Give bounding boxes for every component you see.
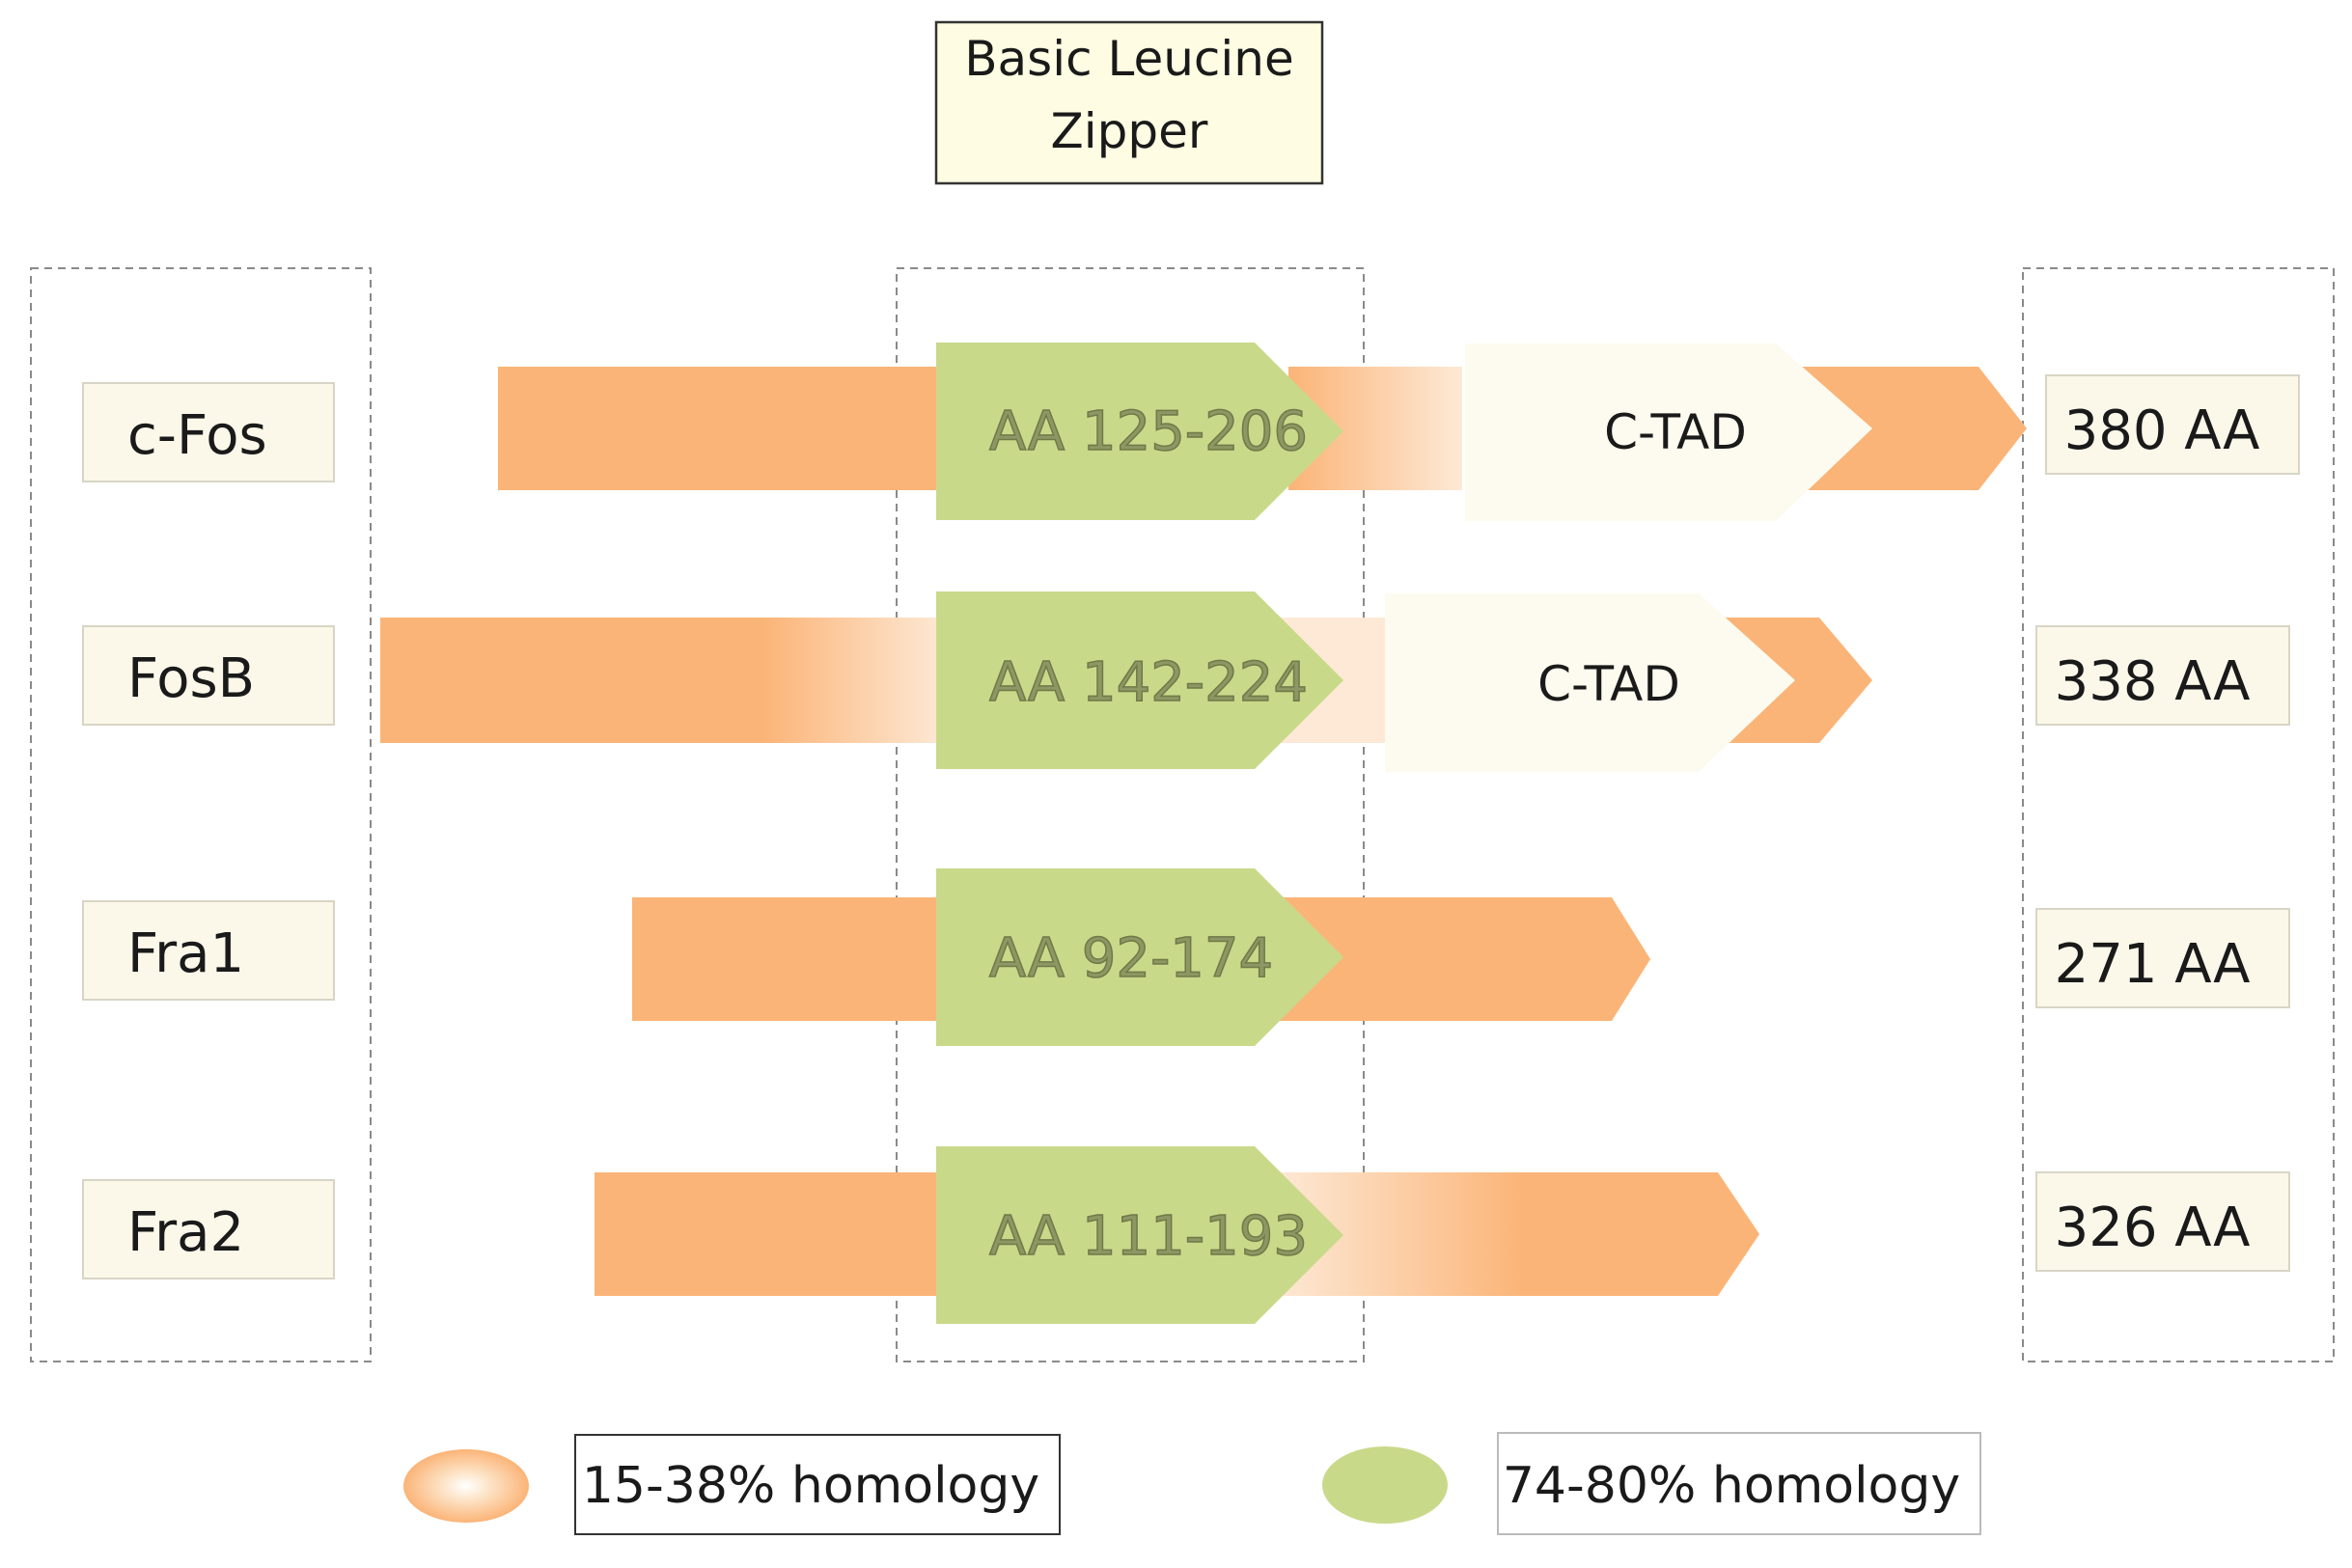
protein-length: 271 AA [2055,933,2251,996]
protein-name-box [82,900,335,1001]
bzip-domain [936,868,1343,1046]
n-terminal-region [498,367,942,490]
c-terminal-arrow [1274,897,1650,1021]
protein-length: 380 AA [2064,399,2260,462]
c-tad-label: C-TAD [1604,404,1747,460]
c-terminal-arrow [1520,1172,1759,1296]
legend-high-box [1497,1432,1981,1535]
protein-length: 338 AA [2055,650,2251,713]
bzip-title-line2: Zipper [1051,103,1208,159]
legend-low-label: 15-38% homology [582,1457,1039,1515]
bzip-range-label: AA 125-206 [989,400,1308,463]
n-terminal-region [380,618,766,743]
protein-name: Fra1 [127,922,244,985]
bzip-frame [896,267,1365,1362]
protein-row-fra2: Fra2 AA 111-193 326 AA [82,1146,2290,1324]
bzip-range-label: AA 92-174 [989,927,1273,990]
legend-low-box [574,1434,1061,1535]
c-tad-label: C-TAD [1537,656,1680,712]
bzip-title-box: Basic Leucine Zipper [934,20,1324,185]
protein-row-c-fos: c-Fos C-TAD AA 125-206 380 AA [82,343,2300,521]
lengths-frame [2022,267,2335,1362]
protein-name-box [82,625,335,726]
bzip-range-label: AA 142-224 [989,651,1308,714]
protein-name-box [82,382,335,482]
c-tad-domain [1385,593,1795,772]
bzip-domain [936,1146,1343,1324]
protein-length: 326 AA [2055,1197,2251,1259]
legend-orange-swatch [403,1449,529,1523]
bzip-title-line1: Basic Leucine [964,31,1294,87]
names-frame [30,267,372,1362]
n-terminal-region [595,1172,952,1296]
protein-length-box [2035,625,2290,726]
protein-name-box [82,1179,335,1279]
legend: 15-38% homology 74-80% homology [403,1432,1981,1535]
legend-high-label: 74-80% homology [1503,1457,1960,1515]
protein-length-box [2035,908,2290,1008]
bzip-range-label: AA 111-193 [989,1205,1308,1268]
n-terminal-region [632,897,951,1021]
c-tad-domain [1465,344,1872,521]
protein-length-box [2035,1171,2290,1272]
bzip-domain [936,591,1343,769]
protein-name: c-Fos [127,404,267,467]
legend-green-swatch [1322,1446,1448,1524]
protein-name: Fra2 [127,1201,244,1264]
bzip-domain [936,343,1343,520]
protein-row-fra1: Fra1 AA 92-174 271 AA [82,868,2290,1046]
protein-length-box [2045,374,2300,475]
n-terminal-fade [762,618,946,743]
protein-name: FosB [127,647,255,710]
protein-row-fosb: FosB C-TAD AA 142-224 338 AA [82,591,2290,772]
